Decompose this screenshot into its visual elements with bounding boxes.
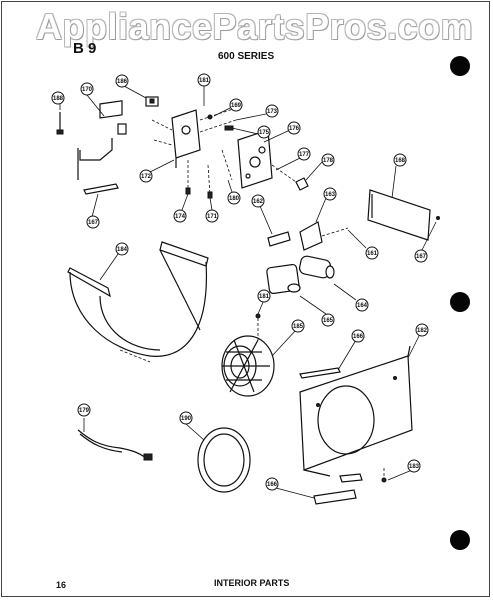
watermark-logo: AppliancePartsPros.com (36, 6, 474, 47)
scroll-panel-part (299, 345, 413, 483)
callout-179: 179 (77, 403, 91, 417)
binder-hole (450, 530, 470, 550)
clip-part (271, 164, 309, 191)
callout-190: 190 (179, 411, 193, 425)
svg-text:181: 181 (199, 78, 210, 84)
series-label: 600 SERIES (218, 51, 275, 62)
power-cord-part (77, 429, 153, 461)
svg-text:186: 186 (117, 79, 128, 85)
svg-text:176: 176 (289, 126, 300, 132)
svg-text:168: 168 (395, 158, 406, 164)
svg-text:166: 166 (267, 482, 278, 488)
svg-text:177: 177 (299, 152, 310, 158)
callout-166: 166 (265, 477, 279, 491)
svg-text:185: 185 (293, 324, 304, 330)
blower-wheel-part (221, 318, 275, 397)
callout-173: 173 (265, 104, 279, 118)
svg-text:171: 171 (207, 214, 218, 220)
callout-164: 164 (355, 298, 369, 312)
capacitor-part (266, 255, 335, 295)
callout-188: 188 (51, 91, 65, 105)
bracket-part (267, 221, 349, 251)
callout-176: 176 (287, 121, 301, 135)
svg-text:190: 190 (181, 416, 192, 422)
trim-strip-part (313, 489, 357, 505)
access-cover-part (367, 189, 440, 241)
screw-part (56, 112, 64, 135)
svg-text:179: 179 (79, 408, 90, 414)
page-code: B 9 (73, 40, 97, 57)
callout-166: 166 (351, 329, 365, 343)
terminal-strip-part (83, 183, 119, 195)
screw-set-part (199, 107, 237, 133)
switch-part (145, 96, 159, 107)
svg-text:164: 164 (357, 303, 368, 309)
page-number: 16 (56, 580, 67, 590)
callout-169: 169 (229, 98, 243, 112)
callout-182: 182 (415, 323, 429, 337)
svg-text:165: 165 (323, 318, 334, 324)
trim-strip-part (299, 367, 341, 379)
callout-185: 185 (291, 319, 305, 333)
callout-186: 186 (115, 74, 129, 88)
orifice-ring-part (197, 427, 251, 493)
screw-parts (185, 149, 233, 199)
callout-165: 165 (321, 313, 335, 327)
callout-161: 161 (365, 246, 379, 260)
control-plate-part (237, 129, 273, 189)
binder-hole (450, 56, 470, 76)
footer-title: INTERIOR PARTS (214, 578, 290, 588)
screw-part (381, 468, 387, 483)
callout-163: 163 (323, 187, 337, 201)
callout-170: 170 (80, 82, 94, 96)
svg-text:188: 188 (53, 96, 64, 102)
svg-text:162: 162 (253, 199, 264, 205)
callout-174: 174 (173, 209, 187, 223)
callout-172: 172 (139, 169, 153, 183)
callout-175: 175 (257, 125, 271, 139)
svg-text:163: 163 (325, 192, 336, 198)
callout-171: 171 (205, 209, 219, 223)
svg-text:182: 182 (417, 328, 428, 334)
svg-text:180: 180 (229, 196, 240, 202)
leader-lines (59, 85, 437, 499)
screw-part (255, 313, 261, 319)
svg-text:183: 183 (409, 464, 420, 470)
callout-167: 167 (414, 249, 428, 263)
callout-181: 181 (197, 73, 211, 87)
binder-hole (450, 292, 470, 312)
svg-text:170: 170 (82, 87, 93, 93)
callout-180: 180 (227, 191, 241, 205)
callout-184: 184 (115, 242, 129, 256)
svg-text:169: 169 (231, 103, 242, 109)
svg-text:178: 178 (323, 158, 334, 164)
callout-162: 162 (251, 194, 265, 208)
mounting-bracket-part (151, 109, 201, 168)
svg-text:181: 181 (259, 294, 270, 300)
control-component-part (77, 100, 127, 180)
svg-text:161: 161 (367, 251, 378, 257)
callout-177: 177 (297, 147, 311, 161)
svg-text:173: 173 (267, 109, 278, 115)
svg-text:174: 174 (175, 214, 186, 220)
callout-181: 181 (257, 289, 271, 303)
callout-167: 167 (86, 215, 100, 229)
svg-text:175: 175 (259, 130, 270, 136)
svg-text:167: 167 (88, 220, 99, 226)
svg-text:172: 172 (141, 174, 152, 180)
blower-housing-part (67, 241, 209, 363)
svg-text:167: 167 (416, 254, 427, 260)
callout-178: 178 (321, 153, 335, 167)
callout-168: 168 (393, 153, 407, 167)
svg-text:166: 166 (353, 334, 364, 340)
callout-183: 183 (407, 459, 421, 473)
svg-text:184: 184 (117, 247, 128, 253)
